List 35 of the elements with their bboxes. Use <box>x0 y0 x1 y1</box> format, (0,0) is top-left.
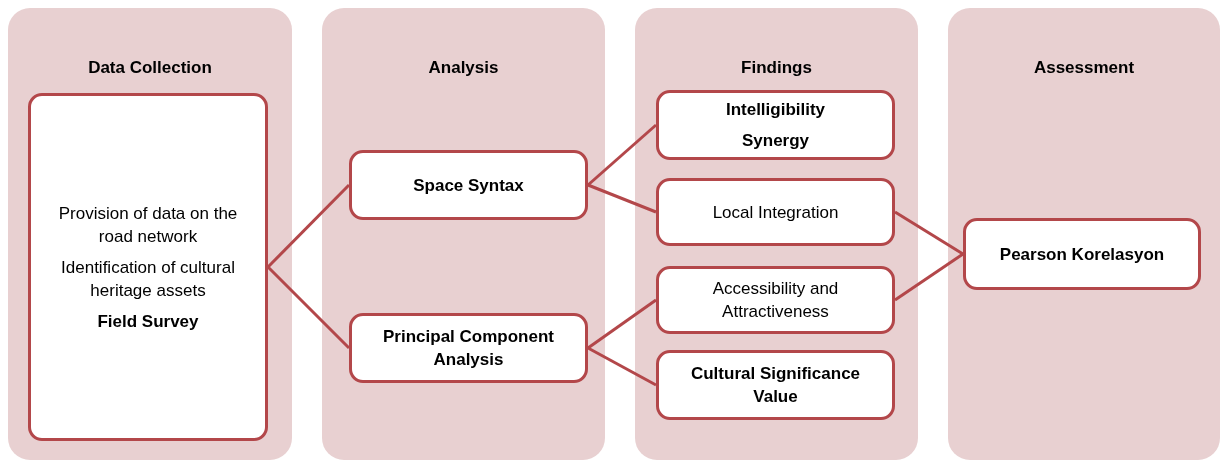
box-text: Principal Component Analysis <box>382 326 555 371</box>
process-box <box>656 350 895 420</box>
box-text: Local Integration <box>712 201 839 224</box>
process-box <box>963 218 1201 290</box>
box-text: Provision of data on the road network <box>57 202 239 248</box>
stage-heading: Findings <box>740 57 813 79</box>
connector-line <box>587 183 657 214</box>
box-text: Field Survey <box>97 310 199 333</box>
connector-line <box>587 298 657 350</box>
stage-panel <box>322 8 605 460</box>
stage-panel <box>948 8 1220 460</box>
connector-line <box>266 265 351 350</box>
process-box <box>656 90 895 160</box>
box-text: Accessibility and Attractiveness <box>711 278 840 323</box>
connector-line <box>587 123 657 187</box>
box-text: Space Syntax <box>413 174 524 197</box>
box-text: Synergy <box>741 130 810 152</box>
stage-heading: Analysis <box>427 57 500 79</box>
stage-panel <box>8 8 292 460</box>
stage-panel <box>635 8 918 460</box>
process-box <box>28 93 268 441</box>
connector-line <box>587 346 657 387</box>
connector-line <box>894 252 964 302</box>
process-box <box>349 313 588 383</box>
box-text: Cultural Significance Value <box>689 363 862 408</box>
stage-heading: Assessment <box>1032 57 1136 79</box>
box-text: Intelligibility <box>725 99 826 121</box>
connector-line <box>894 210 964 256</box>
connector-line <box>266 183 351 269</box>
stage-heading: Data Collection <box>87 57 213 79</box>
process-box <box>656 178 895 246</box>
box-text: Pearson Korelasyon <box>999 243 1165 266</box>
process-box <box>656 266 895 334</box>
process-box <box>349 150 588 220</box>
box-text: Identification of cultural heritage assets <box>60 256 236 302</box>
